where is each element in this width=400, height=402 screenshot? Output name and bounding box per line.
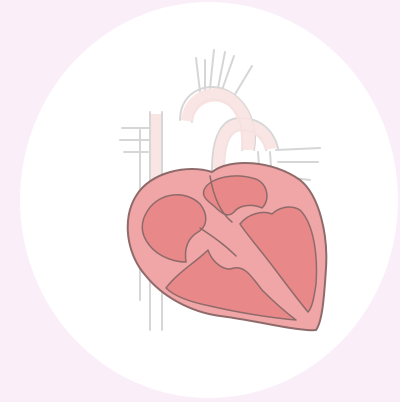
heart-cross-section [128, 163, 327, 330]
pulmonary-veins-left [120, 128, 150, 152]
